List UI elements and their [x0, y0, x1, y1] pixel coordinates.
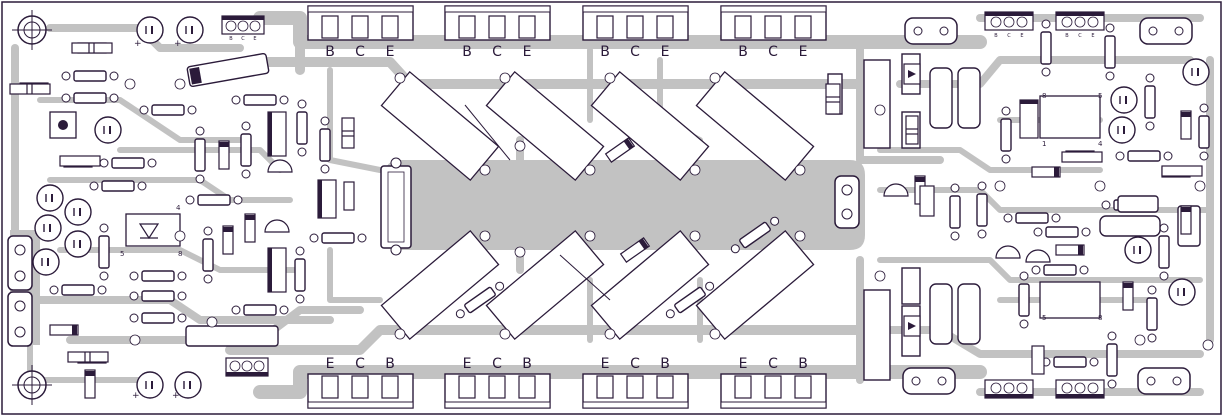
ic-pin-label: 4 [1098, 140, 1103, 148]
electrolytic-capacitor [34, 214, 62, 242]
polarity-plus: + [134, 39, 142, 49]
transistor-q3: B C E [582, 5, 689, 60]
transistor-q4: B C E [720, 5, 827, 60]
electrolytic-capacitor [1110, 86, 1138, 114]
pin-label-e: E [601, 356, 610, 372]
pin-label-b: B [660, 356, 670, 372]
pin-label-b: B [600, 44, 610, 60]
polarity-plus: + [174, 39, 182, 49]
electrolytic-capacitor [36, 184, 64, 212]
pin-label-e: E [326, 356, 335, 372]
transistor-row-top: B C E B C E B C E [307, 5, 827, 60]
pin-label-e: E [523, 44, 532, 60]
central-copper-pour [385, 160, 865, 250]
pin-label-b: B [462, 44, 472, 60]
ceramic-capacitors [9, 42, 1203, 375]
polarity-plus: + [172, 391, 180, 401]
transistor-q1: B C E [307, 5, 414, 60]
electrolytic-capacitor [1108, 116, 1136, 144]
speaker-terminal [902, 17, 1193, 395]
pin-label-b: B [522, 356, 532, 372]
emitter-resistors-top [380, 70, 815, 182]
diode-blocks [903, 63, 921, 337]
transistor-q6: E C B [444, 356, 551, 409]
small-bce-labels: B C E B C E B C E [229, 33, 1094, 42]
thermal-lug [834, 175, 860, 229]
pin-label-c: C [355, 356, 365, 372]
bce-label: E [1091, 33, 1094, 39]
power-resistor-center [380, 157, 412, 256]
electrolytic-capacitor [136, 371, 164, 399]
bce-label: C [241, 36, 245, 42]
bce-label: E [1020, 33, 1023, 39]
bias-transistor [186, 52, 270, 88]
bias-transistor-2 [185, 325, 279, 347]
electrolytic-capacitor [64, 230, 92, 258]
pin-label-c: C [768, 44, 778, 60]
bce-label: C [1007, 33, 1011, 39]
ic-pin-label: 8 [1098, 314, 1102, 322]
electrolytic-capacitor [32, 248, 60, 276]
emitter-resistor [695, 229, 815, 341]
power-connector [7, 235, 33, 347]
pin-label-e: E [799, 44, 808, 60]
bce-label: B [1065, 33, 1069, 39]
transistor-q2: B C E [444, 5, 551, 60]
pin-label-c: C [355, 44, 365, 60]
bce-label: B [229, 36, 233, 42]
transistor-q7: E C B [582, 356, 689, 409]
pin-label-c: C [630, 356, 640, 372]
ic-pin-label: 8 [1042, 92, 1046, 100]
ic-pin-label: 1 [1042, 140, 1046, 148]
ceramic-cap-ticks [26, 43, 918, 362]
pin-label-b: B [325, 44, 335, 60]
trimmer-pot [49, 111, 77, 139]
emitter-resistor [695, 70, 815, 182]
ic-pin-label: 5 [1042, 314, 1046, 322]
pin-label-e: E [463, 356, 472, 372]
ic-pin-label: 4 [176, 204, 181, 212]
pin-label-c: C [492, 44, 502, 60]
emitter-resistor [485, 70, 605, 182]
electrolytic-capacitor [1124, 236, 1152, 264]
driver-transistors [267, 99, 1039, 293]
ic-right-top: 8 5 4 1 [1039, 92, 1103, 148]
bce-label: C [1078, 33, 1082, 39]
emitter-resistor [380, 229, 500, 341]
to92-transistors [264, 159, 1051, 263]
pin-label-c: C [492, 356, 502, 372]
small-diagonal-parts [453, 104, 782, 321]
pin-label-b: B [385, 356, 395, 372]
electrolytic-capacitor [64, 198, 92, 226]
ic-pin-label: 8 [178, 250, 182, 258]
ic-pin-label: 5 [120, 250, 124, 258]
pin-label-e: E [739, 356, 748, 372]
transistor-row-bottom: E C B E C B E C B [307, 356, 827, 409]
ic-right-bottom: 5 8 [1039, 281, 1102, 322]
transistor-q8: E C B [720, 356, 827, 409]
emitter-resistor [590, 70, 710, 182]
polarity-plus: + [132, 391, 140, 401]
emitter-resistor [590, 229, 710, 341]
large-vertical-resistors [929, 67, 1201, 345]
pin-label-e: E [386, 44, 395, 60]
electrolytic-capacitor [94, 116, 122, 144]
ic-left: 4 5 8 [120, 204, 182, 258]
electrolytic-capacitor [1168, 278, 1196, 306]
pin-label-b: B [738, 44, 748, 60]
pin-label-c: C [768, 356, 778, 372]
emitter-resistor [485, 229, 605, 341]
pin-label-c: C [630, 44, 640, 60]
emitter-resistors-bottom [380, 229, 815, 341]
pin-label-b: B [798, 356, 808, 372]
ic-pin-label: 5 [1098, 92, 1102, 100]
pin-label-e: E [661, 44, 670, 60]
emitter-resistor [380, 70, 500, 182]
bce-label: B [994, 33, 998, 39]
electrolytic-capacitor [1182, 58, 1210, 86]
transistor-q5: E C B [307, 356, 414, 409]
bce-label: E [253, 36, 256, 42]
